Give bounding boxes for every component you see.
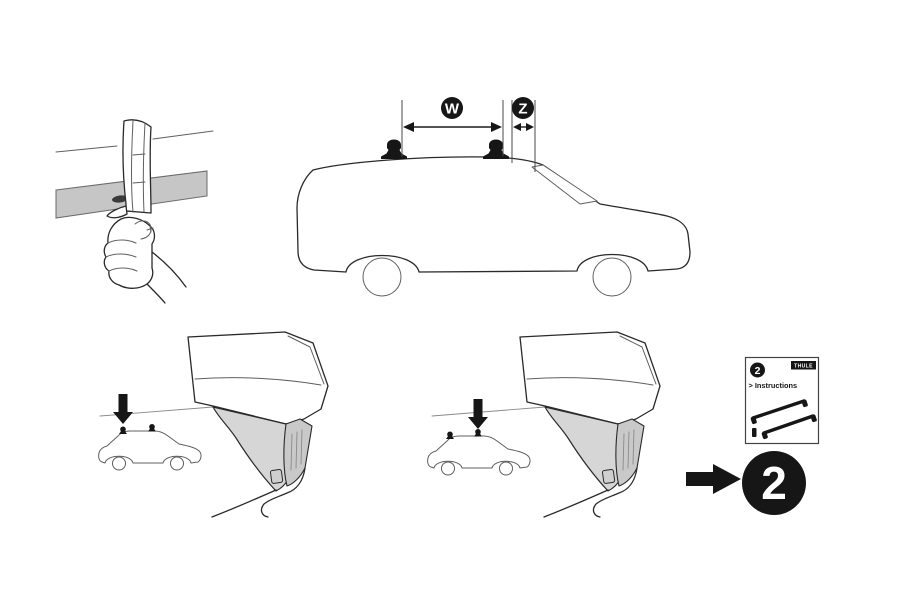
small-car-front bbox=[98, 424, 202, 471]
mini-front-foot-icon bbox=[119, 426, 127, 434]
card-step-number: 2 bbox=[755, 365, 761, 377]
rear-mount-foot-icon bbox=[483, 139, 509, 159]
w-label-badge bbox=[441, 97, 463, 119]
w-arrowheads-icon bbox=[403, 122, 502, 132]
front-mount-foot-icon bbox=[381, 139, 407, 159]
instruction-card: 2 THULE > Instructions bbox=[744, 356, 820, 445]
fixpoint-hole bbox=[112, 195, 128, 203]
step-badge-circle bbox=[742, 451, 806, 515]
car-side-view bbox=[296, 139, 691, 297]
car-body-outline bbox=[296, 156, 691, 273]
fit-bracket bbox=[106, 119, 152, 219]
hand-measuring-illustration bbox=[55, 119, 214, 304]
z-label-badge bbox=[512, 97, 534, 119]
down-arrow-icon bbox=[113, 394, 133, 424]
rear-wheel bbox=[362, 257, 402, 297]
windshield bbox=[531, 164, 598, 205]
brand-name: THULE bbox=[794, 363, 813, 369]
roof-edge-line bbox=[55, 130, 214, 153]
front-mount-step bbox=[98, 331, 329, 518]
brand-logo bbox=[791, 361, 816, 370]
right-arrow-icon bbox=[686, 464, 741, 494]
w-guide-lines bbox=[401, 100, 504, 157]
front-wheel bbox=[592, 257, 632, 297]
mini-rear-foot-icon bbox=[474, 429, 482, 437]
key-icon bbox=[752, 428, 757, 437]
z-guide-lines bbox=[511, 100, 536, 172]
rear-mount-step bbox=[427, 331, 661, 518]
card-step-badge bbox=[750, 362, 765, 378]
card-title: > Instructions bbox=[749, 381, 798, 390]
step-badge: 2 bbox=[742, 451, 806, 515]
dimension-w: W bbox=[401, 97, 504, 157]
z-label: Z bbox=[518, 101, 527, 118]
crossbars-icon bbox=[750, 399, 817, 440]
gripping-hand bbox=[103, 216, 187, 304]
down-arrow-icon bbox=[468, 399, 488, 429]
mini-front-foot-icon bbox=[446, 431, 454, 439]
small-car-rear bbox=[427, 429, 531, 476]
z-arrowheads-icon bbox=[513, 123, 534, 131]
dimension-z: Z bbox=[511, 97, 536, 172]
mini-rear-foot-icon bbox=[148, 424, 156, 432]
step-badge-number: 2 bbox=[761, 457, 787, 509]
rear-door-closeup bbox=[431, 331, 661, 518]
w-label: W bbox=[445, 101, 460, 118]
front-door-closeup bbox=[99, 331, 329, 518]
